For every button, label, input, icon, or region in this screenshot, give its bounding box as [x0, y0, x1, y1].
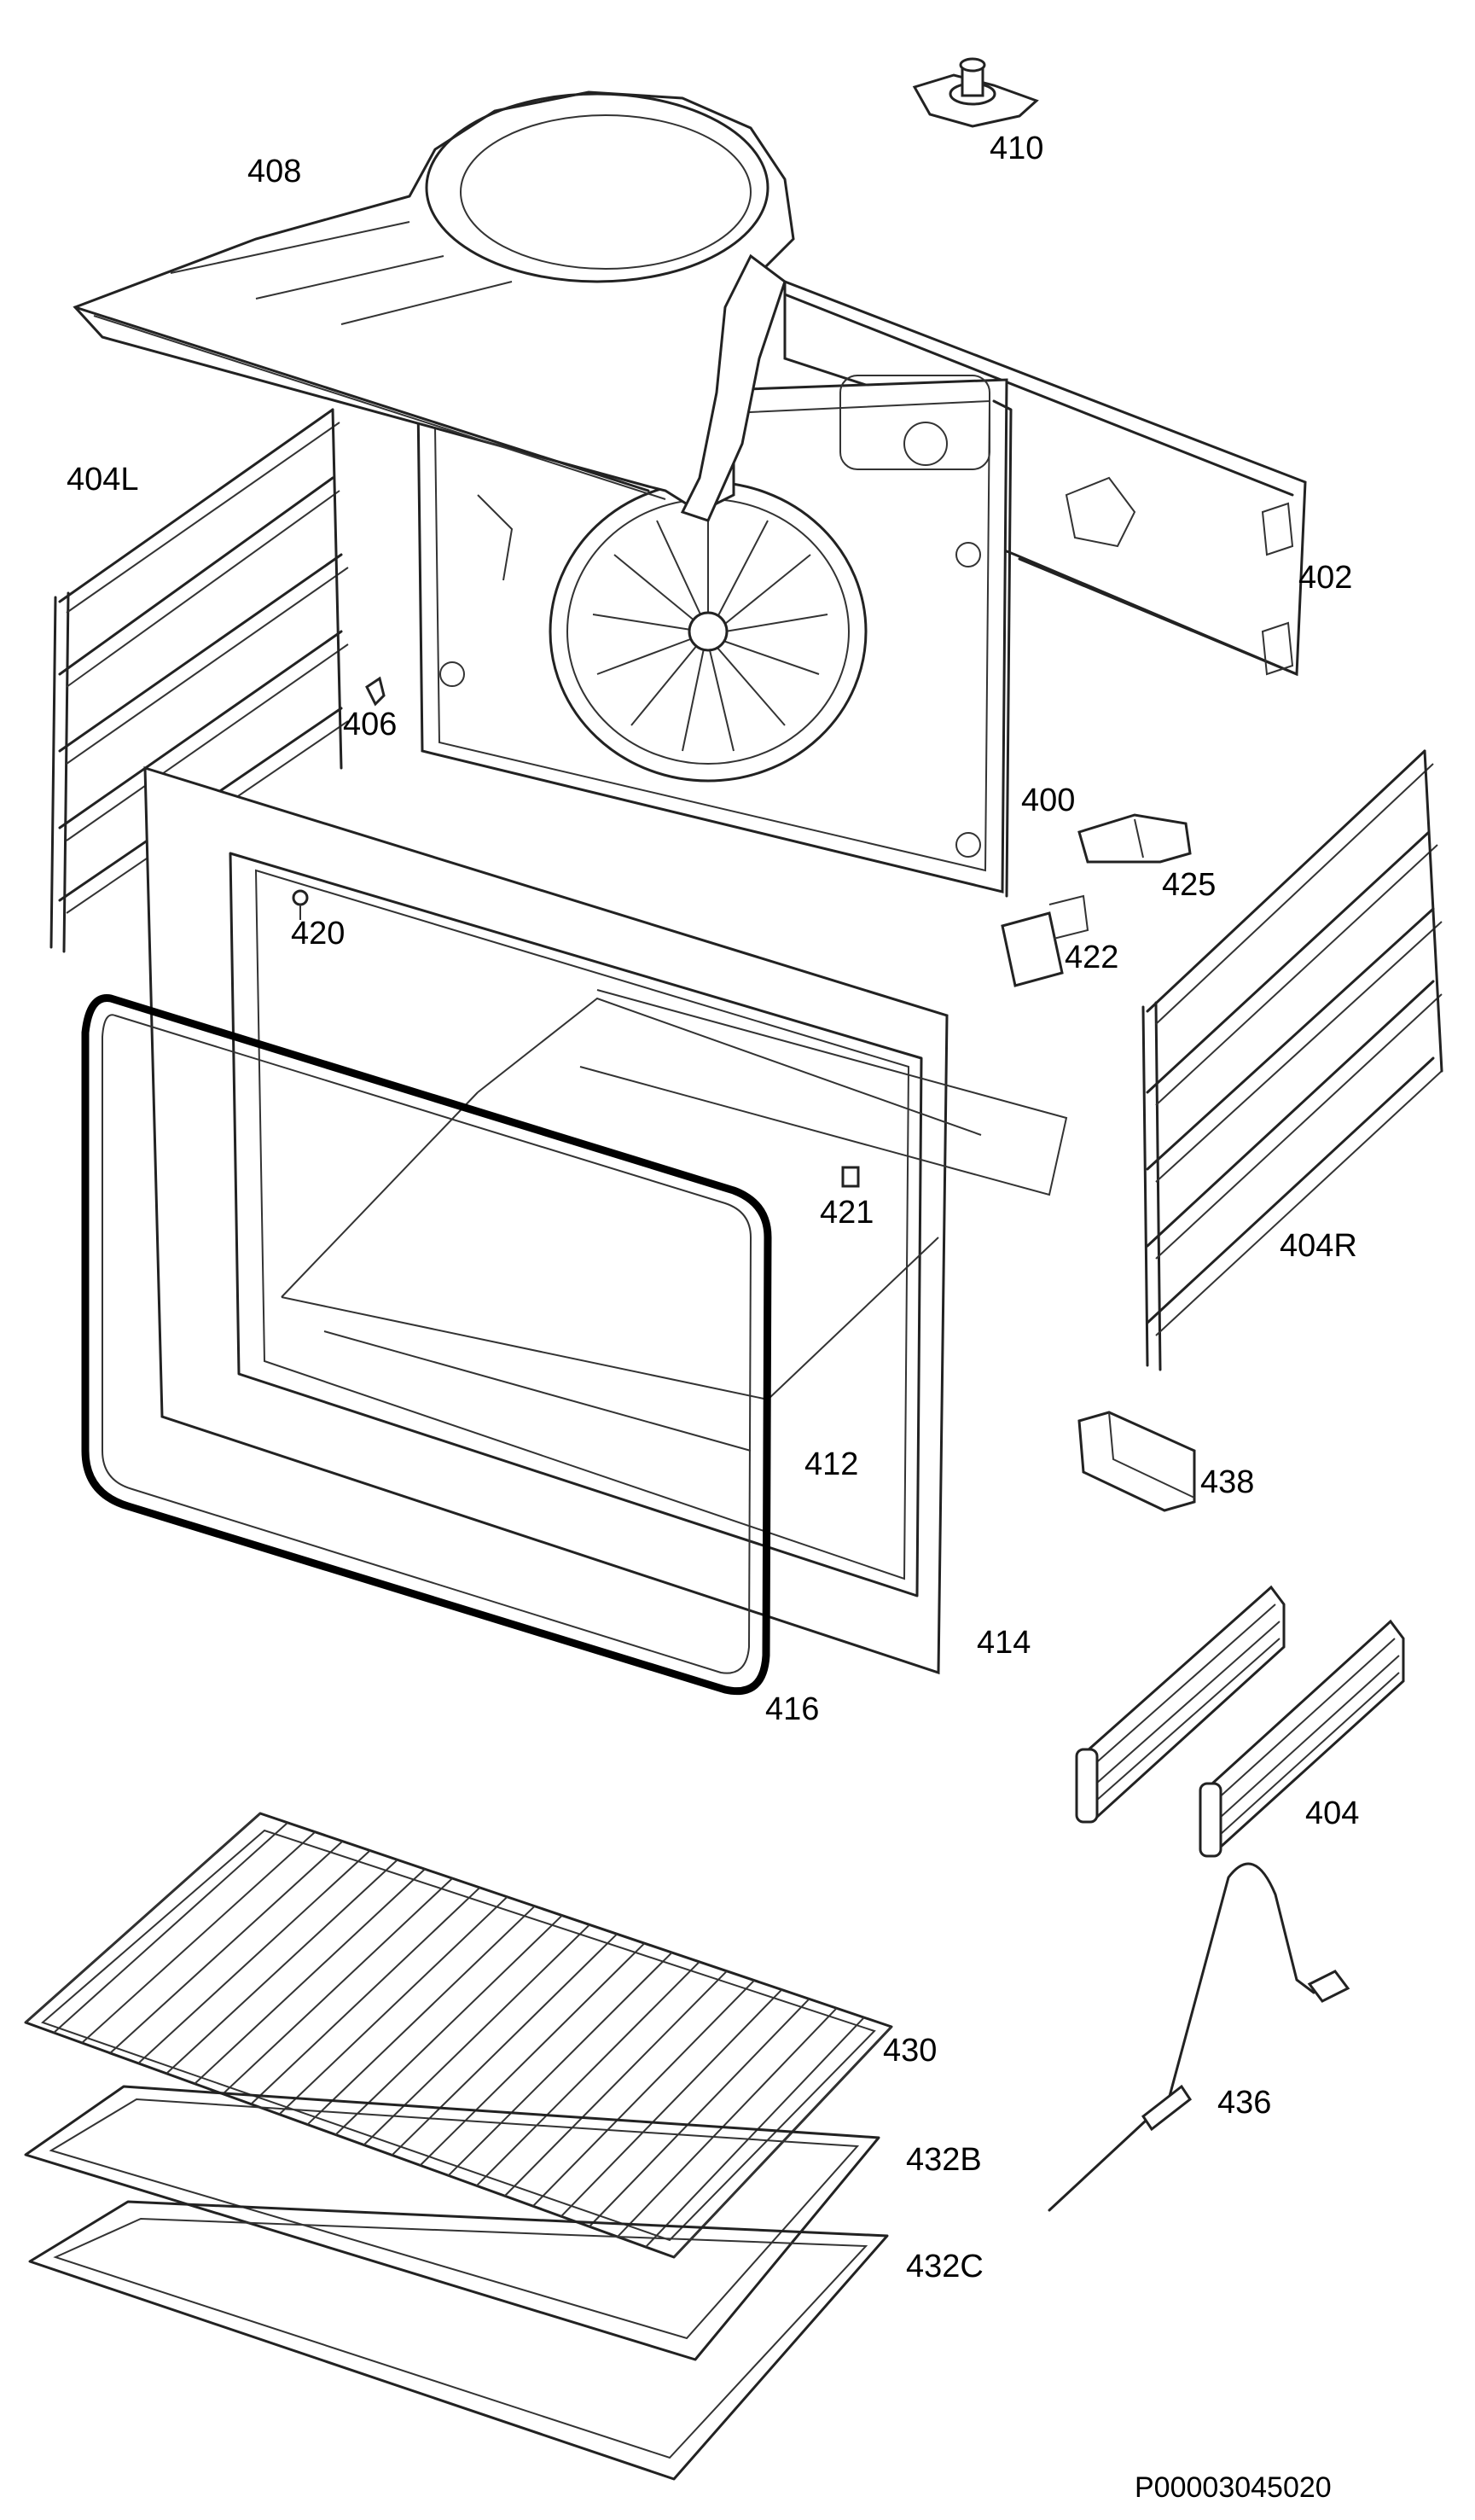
rack-bar: [166, 1859, 398, 2075]
rack-bar: [334, 1914, 563, 2136]
rack-bar: [25, 1813, 261, 2023]
label-430: 430: [883, 2033, 938, 2069]
rack-bar: [391, 1933, 618, 2156]
part-406-clip: [365, 676, 386, 707]
label-404R: 404R: [1280, 1228, 1357, 1264]
label-400: 400: [1021, 783, 1076, 818]
part-412-cavity: [143, 765, 1068, 1675]
rack-bar: [53, 1822, 288, 2034]
rack-bar: [617, 2007, 838, 2238]
rack-bar: [81, 1830, 316, 2044]
label-404: 404: [1305, 1795, 1360, 1831]
part-410-bearing: [912, 57, 1039, 128]
part-422-switch: [1001, 894, 1089, 987]
part-425-hinge: [1077, 813, 1192, 864]
part-436-meat-probe: [1048, 1862, 1350, 2212]
rack-bar: [419, 1942, 646, 2167]
rack-bar: [589, 1998, 810, 2227]
label-432B: 432B: [906, 2142, 982, 2178]
rack-bar: [560, 1988, 783, 2217]
label-412: 412: [804, 1446, 859, 1482]
part-432C-tray: [28, 2200, 889, 2481]
label-414: 414: [977, 1625, 1031, 1661]
rack-bar: [306, 1905, 536, 2126]
part-404R-shelf-support: [1141, 749, 1443, 1371]
label-404L: 404L: [67, 462, 139, 498]
label-416: 416: [765, 1691, 820, 1727]
rack-bar: [645, 2017, 865, 2248]
rack-bar: [109, 1840, 344, 2054]
label-408: 408: [247, 154, 302, 189]
rack-bar: [250, 1887, 481, 2105]
label-438: 438: [1200, 1464, 1255, 1500]
drawing-code: P00003045020: [1135, 2471, 1332, 2504]
label-425: 425: [1162, 867, 1217, 903]
label-432C: 432C: [906, 2249, 984, 2284]
part-400-back-cavity: [416, 375, 1013, 898]
rack-bar: [447, 1952, 673, 2177]
rack-bar: [137, 1849, 371, 2064]
label-422: 422: [1065, 940, 1119, 975]
label-410: 410: [990, 131, 1044, 166]
part-420-screw: [292, 889, 309, 920]
part-402-back-panel: [783, 279, 1307, 677]
rack-bar: [194, 1868, 426, 2085]
part-404-runners: [1075, 1585, 1405, 1858]
part-432B-tray: [24, 2085, 880, 2361]
rack-bar: [363, 1923, 590, 2146]
rack-bar: [504, 1970, 728, 2197]
part-404L-shelf-support: [49, 408, 349, 953]
part-421-screw: [841, 1166, 860, 1188]
label-421: 421: [820, 1195, 874, 1231]
part-416-door-seal: [81, 994, 772, 1696]
rack-bar: [222, 1877, 453, 2095]
part-430-wire-rack: [24, 1812, 893, 2259]
label-402: 402: [1298, 560, 1353, 596]
label-436: 436: [1217, 2085, 1272, 2121]
label-420: 420: [291, 916, 346, 952]
rack-bar: [278, 1896, 508, 2116]
rack-bar: [532, 1979, 755, 2207]
label-406: 406: [343, 707, 398, 742]
part-438-latch: [1077, 1411, 1196, 1512]
rack-bar: [475, 1961, 700, 2187]
part-408-fan-cover: [73, 90, 795, 522]
